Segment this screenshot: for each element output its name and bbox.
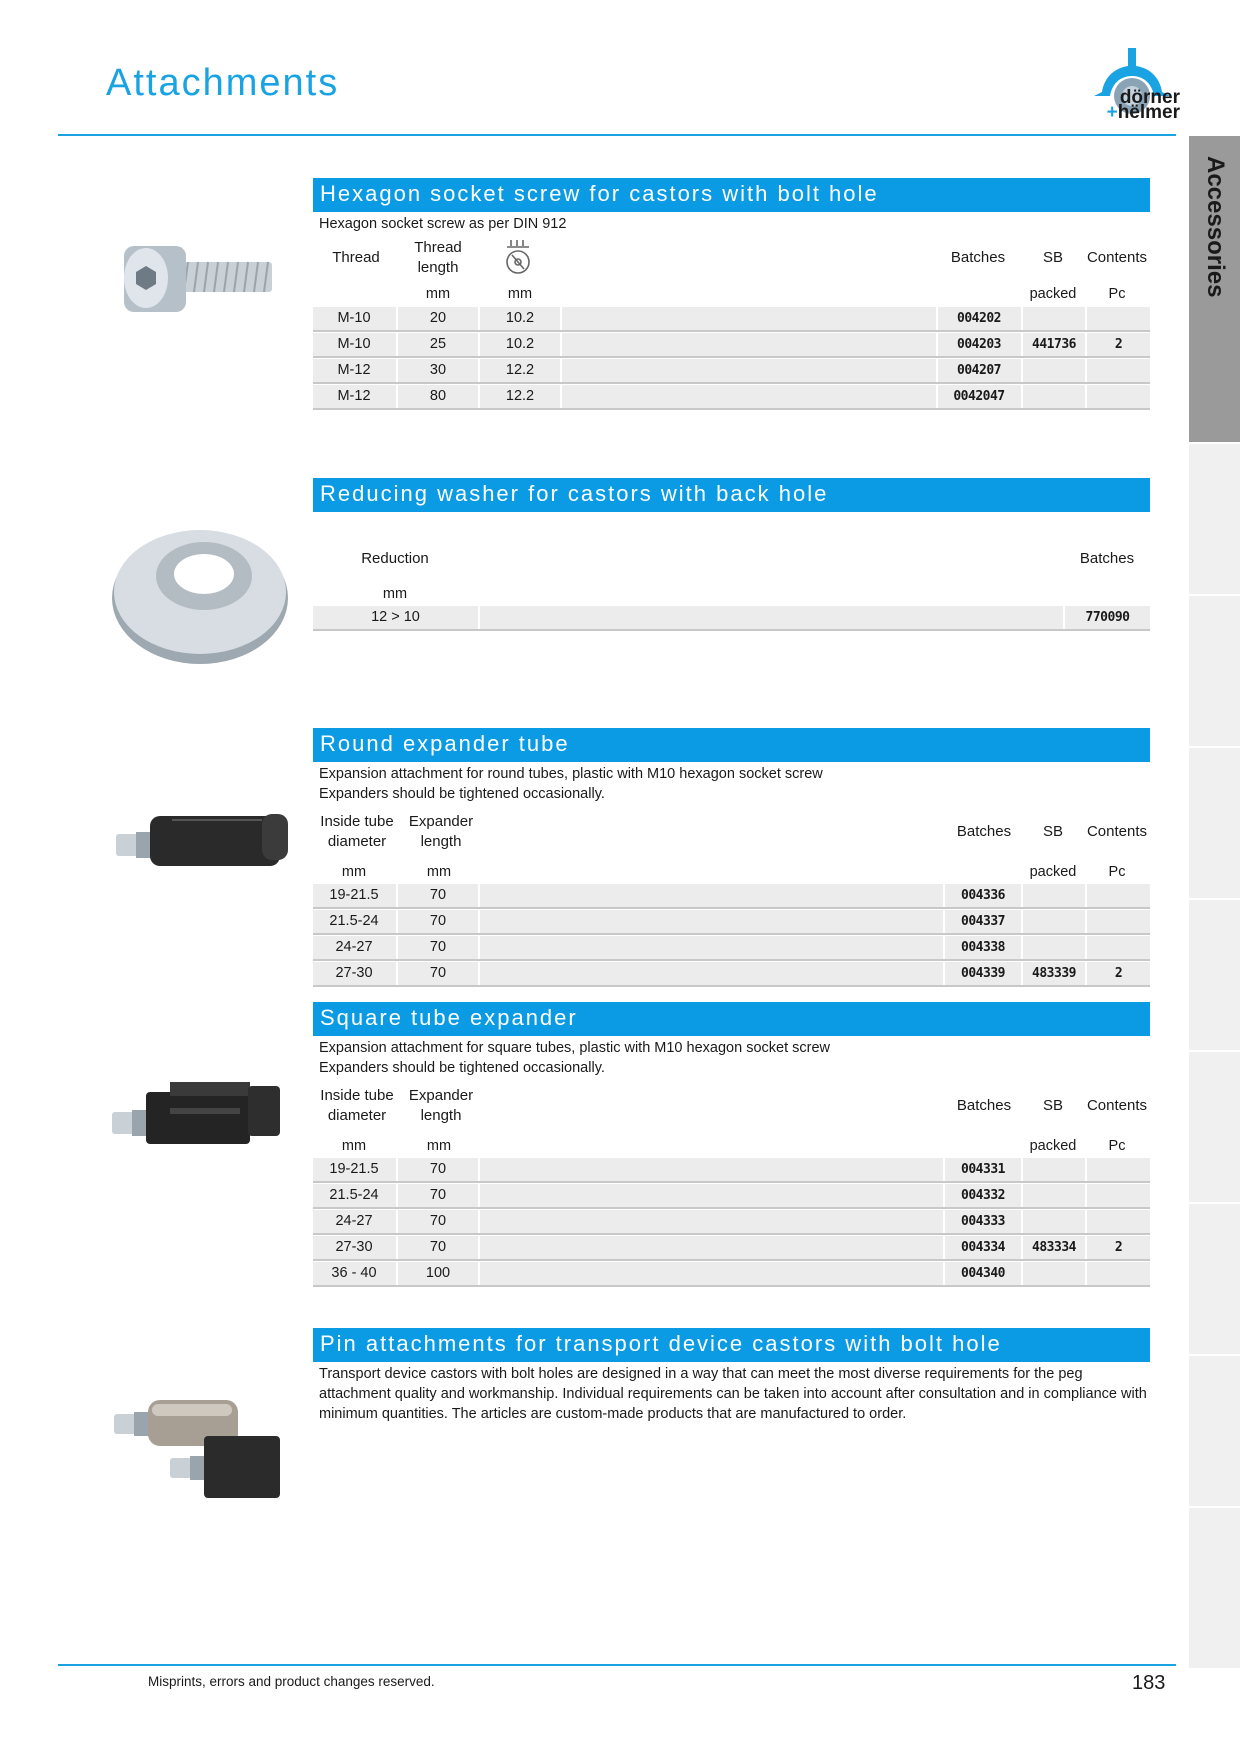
unit-inside: mm: [341, 864, 367, 880]
col-header-batches: Batches: [956, 1097, 1012, 1114]
table-row[interactable]: M-10 20 10.2 004202: [313, 307, 1150, 332]
col-header-sb: SB: [1042, 1097, 1063, 1114]
logo-mark-icon: [1094, 48, 1170, 114]
col-header-sb: SB: [1042, 249, 1063, 266]
section-title-bar: Square tube expander: [313, 1002, 1150, 1036]
col-header-reduction: Reduction: [361, 550, 429, 567]
page-title: Attachments: [106, 62, 340, 104]
table-row[interactable]: 27-30 70 004334 483334 2: [313, 1236, 1150, 1261]
col-header-thread: Thread: [332, 249, 380, 266]
section-title-bar: Reducing washer for castors with back ho…: [313, 478, 1150, 512]
table-row[interactable]: M-10 25 10.2 004203 441736 2: [313, 333, 1150, 358]
doerner-helmer-logo: dörner +hëlmer: [1070, 46, 1180, 124]
section-description: Transport device castors with bolt holes…: [319, 1366, 1147, 1422]
tab-blank[interactable]: [1189, 442, 1240, 594]
section-description: Expansion attachment for square tubes, p…: [319, 1040, 830, 1076]
tab-accessories[interactable]: [1189, 136, 1240, 442]
tab-blank[interactable]: [1189, 1202, 1240, 1354]
table-row[interactable]: 24-27 70 004333: [313, 1210, 1150, 1235]
pin-attachments-image: [114, 1400, 280, 1498]
tab-label: Accessories: [1201, 156, 1229, 298]
unit-contents: Pc: [1108, 864, 1126, 880]
section-title-bar: Round expander tube: [313, 728, 1150, 762]
unit-inside: mm: [341, 1138, 367, 1154]
tab-blank[interactable]: [1189, 1354, 1240, 1506]
unit-exp: mm: [426, 1138, 452, 1154]
col-header-batches: Batches: [950, 249, 1006, 266]
table-row[interactable]: 36 - 40 100 004340: [313, 1262, 1150, 1287]
square-expander-image: [112, 1082, 280, 1144]
unit-thread-length: mm: [425, 286, 451, 302]
table-row[interactable]: 21.5-24 70 004337: [313, 910, 1150, 935]
table-row[interactable]: M-12 30 12.2 004207: [313, 359, 1150, 384]
col-header-sb: SB: [1042, 823, 1063, 840]
unit-contents: Pc: [1108, 286, 1126, 302]
unit-sb: packed: [1029, 1138, 1077, 1154]
tab-label-wrap: Accessories: [1189, 146, 1240, 442]
section-title-bar: Hexagon socket screw for castors with bo…: [313, 178, 1150, 212]
section-title: Pin attachments for transport device cas…: [320, 1331, 1002, 1356]
logo-line1: dörner: [1119, 87, 1180, 108]
unit-contents: Pc: [1108, 1138, 1126, 1154]
tab-blank[interactable]: [1189, 746, 1240, 898]
logo-plus: +: [1106, 102, 1118, 123]
section-title: Square tube expander: [320, 1005, 578, 1030]
table-row[interactable]: 12 > 10 770090: [313, 606, 1150, 631]
section-description: Hexagon socket screw as per DIN 912: [319, 216, 567, 232]
col-header-batches: Batches: [956, 823, 1012, 840]
round-expander-image: [116, 814, 288, 866]
col-header-batches: Batches: [1079, 550, 1135, 567]
col-header-contents: Contents: [1086, 1097, 1148, 1114]
logo-wordmark: dörner +hëlmer: [1106, 87, 1180, 123]
tab-blank[interactable]: [1189, 1506, 1240, 1668]
unit-col3: mm: [507, 286, 533, 302]
tab-blank[interactable]: [1189, 1050, 1240, 1202]
section-title: Round expander tube: [320, 731, 570, 756]
tab-blank[interactable]: [1189, 594, 1240, 746]
reducing-washer-image: [112, 530, 288, 664]
section-title-bar: Pin attachments for transport device cas…: [313, 1328, 1150, 1362]
footer-rule: [58, 1664, 1176, 1666]
castor-icon: [506, 240, 530, 274]
footer-note: Misprints, errors and product changes re…: [148, 1674, 435, 1689]
section-title: Reducing washer for castors with back ho…: [320, 481, 829, 506]
section-title: Hexagon socket screw for castors with bo…: [320, 181, 879, 206]
section-description: Expansion attachment for round tubes, pl…: [319, 766, 823, 802]
tab-blank[interactable]: [1189, 898, 1240, 1050]
table-row[interactable]: 24-27 70 004338: [313, 936, 1150, 961]
category-tab-strip: Accessories: [1189, 136, 1240, 1668]
hexagon-screw-image: [124, 246, 272, 312]
unit-sb: packed: [1029, 864, 1077, 880]
table-row[interactable]: M-12 80 12.2 0042047: [313, 385, 1150, 410]
table-row[interactable]: 27-30 70 004339 483339 2: [313, 962, 1150, 987]
unit-exp: mm: [426, 864, 452, 880]
unit-reduction: mm: [382, 586, 408, 602]
table-row[interactable]: 19-21.5 70 004331: [313, 1158, 1150, 1183]
page-number: 183: [1132, 1672, 1166, 1694]
table-row[interactable]: 19-21.5 70 004336: [313, 884, 1150, 909]
header-rule: [58, 134, 1176, 136]
col-header-contents: Contents: [1086, 249, 1148, 266]
logo-line2: hëlmer: [1117, 102, 1180, 123]
table-row[interactable]: 21.5-24 70 004332: [313, 1184, 1150, 1209]
unit-sb: packed: [1029, 286, 1077, 302]
col-header-contents: Contents: [1086, 823, 1148, 840]
